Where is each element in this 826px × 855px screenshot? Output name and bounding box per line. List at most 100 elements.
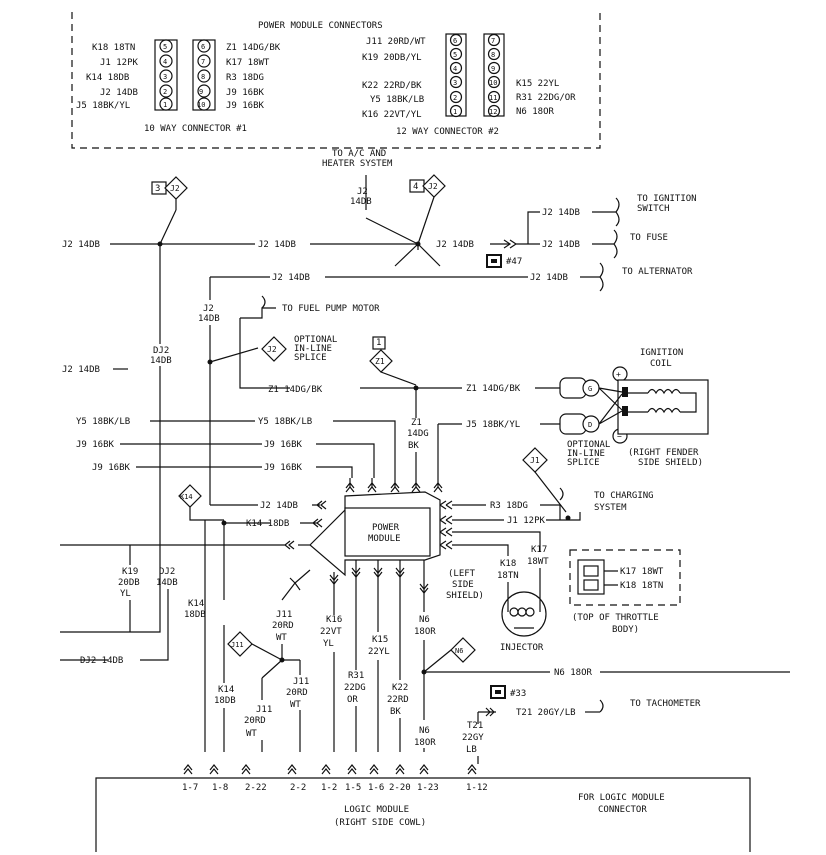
c2-wire-label: K22 22RD/BK bbox=[362, 81, 422, 91]
svg-text:J9 16BK: J9 16BK bbox=[76, 440, 115, 450]
c2-wire-label: R31 22DG/OR bbox=[516, 93, 576, 103]
svg-text:22VT: 22VT bbox=[320, 627, 342, 637]
svg-text:J2 14DB: J2 14DB bbox=[260, 501, 298, 511]
connector-2-label: 12 WAY CONNECTOR #2 bbox=[396, 127, 499, 137]
system-label: SYSTEM bbox=[594, 503, 627, 513]
c2-wire-label: K16 22VT/YL bbox=[362, 110, 422, 120]
pin-label: 1-5 bbox=[345, 783, 361, 793]
svg-text:18WT: 18WT bbox=[527, 557, 549, 567]
splice-marker-j2-opt bbox=[261, 336, 287, 362]
svg-text:K17 18WT: K17 18WT bbox=[620, 567, 664, 577]
svg-text:22GY: 22GY bbox=[462, 733, 484, 743]
svg-text:N6: N6 bbox=[419, 726, 430, 736]
svg-text:J5 18BK/YL: J5 18BK/YL bbox=[466, 420, 520, 430]
heater-label: HEATER SYSTEM bbox=[322, 159, 393, 169]
c1-wire-label: K14 18DB bbox=[86, 73, 129, 83]
svg-text:IN-LINE: IN-LINE bbox=[294, 344, 332, 354]
svg-text:J2 14DB: J2 14DB bbox=[272, 273, 310, 283]
svg-text:SIDE: SIDE bbox=[452, 580, 474, 590]
connector-panel: POWER MODULE CONNECTORS 5 4 3 2 1 6 7 8 … bbox=[71, 12, 601, 149]
svg-text:COIL: COIL bbox=[650, 359, 672, 369]
pin-label: 2-22 bbox=[245, 783, 267, 793]
svg-text:14DB: 14DB bbox=[156, 578, 178, 588]
power-module-label: MODULE bbox=[368, 534, 401, 544]
svg-text:3: 3 bbox=[155, 184, 160, 194]
svg-text:K15: K15 bbox=[372, 635, 388, 645]
coil-connector-icon: D bbox=[588, 421, 592, 429]
svg-text:J11: J11 bbox=[293, 677, 309, 687]
svg-text:CONNECTOR: CONNECTOR bbox=[598, 805, 647, 815]
negative-terminal-icon: − bbox=[617, 432, 622, 441]
svg-text:14DB: 14DB bbox=[350, 197, 372, 207]
c1-wire-label: J9 16BK bbox=[226, 101, 265, 111]
c2-wire-label: Y5 18BK/LB bbox=[370, 95, 424, 105]
svg-text:18TN: 18TN bbox=[497, 571, 519, 581]
svg-text:K19: K19 bbox=[122, 567, 138, 577]
svg-text:LB: LB bbox=[466, 745, 477, 755]
svg-text:SPLICE: SPLICE bbox=[567, 458, 600, 468]
to-fuse-label: TO FUSE bbox=[630, 233, 668, 243]
svg-text:BK: BK bbox=[390, 707, 401, 717]
svg-text:WT: WT bbox=[276, 633, 287, 643]
svg-text:N6 18OR: N6 18OR bbox=[554, 668, 593, 678]
svg-text:IGNITION: IGNITION bbox=[640, 348, 683, 358]
svg-text:BK: BK bbox=[408, 441, 419, 451]
svg-text:18DB: 18DB bbox=[184, 610, 206, 620]
svg-text:J2 14DB: J2 14DB bbox=[62, 240, 100, 250]
svg-text:J2 14DB: J2 14DB bbox=[258, 240, 296, 250]
c2-pin: 9 bbox=[491, 65, 495, 73]
to-tachometer-label: TO TACHOMETER bbox=[630, 699, 701, 709]
pin-label: 1-8 bbox=[212, 783, 228, 793]
svg-text:Y5 18BK/LB: Y5 18BK/LB bbox=[258, 417, 312, 427]
c1-pin: 5 bbox=[163, 43, 167, 51]
svg-text:J1 12PK: J1 12PK bbox=[507, 516, 546, 526]
svg-text:N6: N6 bbox=[455, 647, 463, 655]
throttle-body-connector: K17 18WT K18 18TN (TOP OF THROTTLE BODY) bbox=[569, 549, 681, 635]
svg-text:R31: R31 bbox=[348, 671, 364, 681]
svg-text:J9 16BK: J9 16BK bbox=[264, 440, 303, 450]
svg-text:J9 16BK: J9 16BK bbox=[264, 463, 303, 473]
svg-text:Z1 14DG/BK: Z1 14DG/BK bbox=[466, 384, 521, 394]
power-module: POWER MODULE bbox=[309, 491, 441, 577]
c1-wire-label: J1 12PK bbox=[100, 58, 139, 68]
ignition-coil: IGNITION COIL + − G D bbox=[559, 348, 709, 444]
svg-text:22RD: 22RD bbox=[387, 695, 409, 705]
svg-text:SIDE SHIELD): SIDE SHIELD) bbox=[638, 458, 703, 468]
svg-text:J11: J11 bbox=[276, 610, 292, 620]
svg-text:22YL: 22YL bbox=[368, 647, 390, 657]
svg-text:J2: J2 bbox=[428, 182, 438, 191]
c2-pin: 2 bbox=[453, 94, 457, 102]
fuse-33-label: #33 bbox=[510, 689, 526, 699]
svg-text:K18: K18 bbox=[500, 559, 516, 569]
svg-text:K14: K14 bbox=[188, 599, 204, 609]
connector-1: 5 4 3 2 1 6 7 8 9 10 K18 18TN J1 12PK K1… bbox=[76, 39, 281, 134]
c1-wire-label: K17 18WT bbox=[226, 58, 270, 68]
svg-text:K18 18TN: K18 18TN bbox=[620, 581, 663, 591]
c2-pin: 7 bbox=[491, 37, 495, 45]
splice-marker-z1: 1 Z1 bbox=[369, 336, 417, 386]
svg-text:(TOP OF THROTTLE: (TOP OF THROTTLE bbox=[572, 613, 659, 623]
c1-pin: 10 bbox=[197, 101, 205, 109]
svg-text:J2 14DB: J2 14DB bbox=[542, 240, 580, 250]
svg-text:BODY): BODY) bbox=[612, 625, 639, 635]
svg-text:Z1: Z1 bbox=[375, 357, 385, 366]
c2-pin: 1 bbox=[453, 108, 457, 116]
svg-text:K14 18DB: K14 18DB bbox=[246, 519, 289, 529]
svg-text:OR: OR bbox=[347, 695, 358, 705]
svg-text:J2 14DB: J2 14DB bbox=[436, 240, 474, 250]
svg-text:20RD: 20RD bbox=[286, 688, 308, 698]
c2-pin: 11 bbox=[489, 94, 497, 102]
j2-bus: J2 14DB J2 14DB J2 14DB J2 14DB J2 14DB … bbox=[62, 175, 697, 505]
c2-pin: 8 bbox=[491, 51, 495, 59]
svg-text:J9 16BK: J9 16BK bbox=[92, 463, 131, 473]
svg-text:K17: K17 bbox=[531, 545, 547, 555]
svg-text:K14: K14 bbox=[218, 685, 234, 695]
svg-text:18OR: 18OR bbox=[414, 627, 436, 637]
c1-wire-label: K18 18TN bbox=[92, 43, 135, 53]
svg-text:YL: YL bbox=[323, 639, 334, 649]
svg-text:J1: J1 bbox=[530, 456, 540, 465]
svg-text:Z1: Z1 bbox=[411, 418, 422, 428]
logic-module-pins: 1-7 1-8 2-22 2-2 1-2 1-5 1-6 2-20 1-23 1… bbox=[182, 783, 488, 793]
c1-pin: 6 bbox=[201, 43, 205, 51]
